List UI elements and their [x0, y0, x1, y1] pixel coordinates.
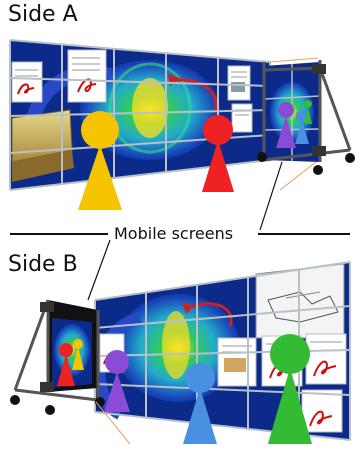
wheel-icon [257, 152, 267, 162]
projector-icon [312, 146, 326, 156]
projector-icon [312, 64, 326, 74]
document-thumbnail [67, 49, 107, 103]
person-red-icon [57, 343, 75, 386]
wheel-icon [10, 395, 20, 405]
side-a-label: Side A [8, 2, 78, 27]
projector-icon [40, 302, 54, 312]
wheel-icon [313, 165, 323, 175]
document-thumbnail [305, 333, 347, 385]
person-purple-icon [104, 350, 130, 412]
person-blue-icon [183, 363, 217, 444]
document-thumbnail [231, 103, 253, 133]
person-blue-icon [295, 110, 309, 144]
mobile-screens-callout [10, 161, 350, 301]
person-purple-icon [276, 102, 296, 148]
side-a-main-wall [9, 39, 271, 191]
wheel-icon [345, 153, 355, 163]
mobile-screen-b [10, 299, 131, 445]
document-thumbnail [11, 61, 43, 103]
document-thumbnail [227, 65, 251, 101]
mobile-screens-label: Mobile screens [112, 224, 236, 243]
person-yellow-icon [78, 111, 122, 210]
person-yellow-icon [72, 339, 84, 370]
person-green-icon [268, 334, 312, 444]
person-green-icon [304, 100, 312, 124]
document-thumbnail [217, 337, 257, 387]
side-b-label: Side B [8, 252, 78, 277]
side-a-scene [9, 39, 355, 210]
projector-icon [40, 382, 54, 392]
person-red-icon [202, 115, 234, 192]
side-b-main-wall [93, 261, 351, 441]
document-thumbnail [301, 389, 343, 433]
side-b-scene [10, 261, 351, 445]
wheel-icon [45, 405, 55, 415]
